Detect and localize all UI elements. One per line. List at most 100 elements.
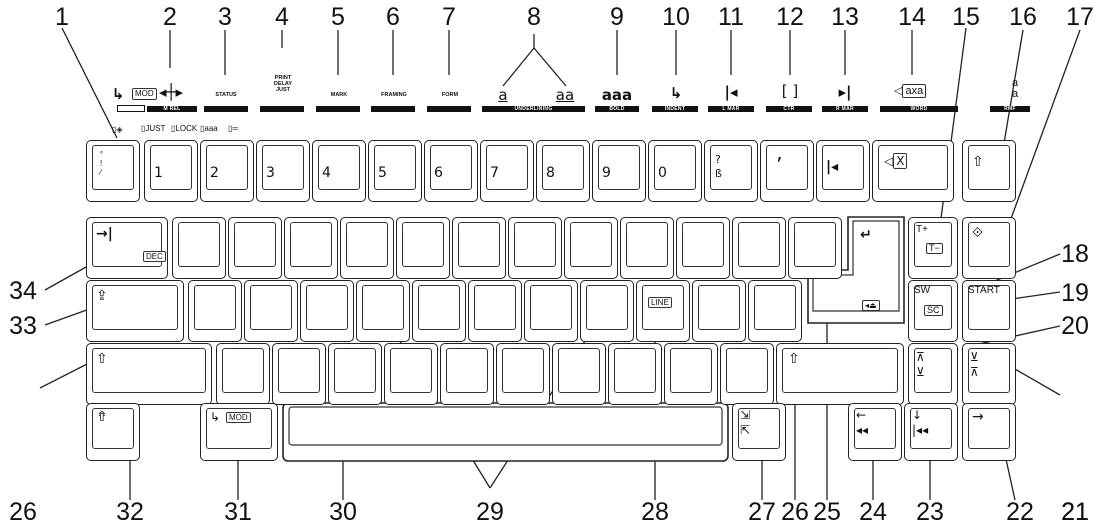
callout-20: 20: [1061, 312, 1089, 340]
key-half-line-up[interactable]: [908, 343, 958, 405]
key-o[interactable]: [620, 217, 674, 279]
key-shift-left[interactable]: [86, 343, 212, 405]
callout-23: 23: [916, 498, 944, 526]
key-x[interactable]: [272, 343, 326, 405]
callout-9: 9: [610, 3, 624, 31]
key-paper-position[interactable]: [732, 403, 786, 461]
bar-ctr: CTR: [766, 106, 812, 112]
key-s[interactable]: [244, 280, 298, 342]
key-f[interactable]: [356, 280, 410, 342]
arrow-down-icon: ↓|◂◂: [912, 408, 929, 437]
key-comma[interactable]: [608, 343, 662, 405]
key-r[interactable]: [340, 217, 394, 279]
key-ae[interactable]: [748, 280, 802, 342]
key-arrow-left[interactable]: [848, 403, 902, 461]
callout-31: 31: [224, 498, 252, 526]
key-plus[interactable]: [788, 217, 842, 279]
key-z[interactable]: [452, 217, 506, 279]
key-t[interactable]: [396, 217, 450, 279]
key-tab[interactable]: [86, 217, 168, 279]
bar-print: [260, 106, 304, 112]
rmf-sample-a: a: [1012, 77, 1019, 89]
key-tab-back[interactable]: [816, 140, 870, 202]
key-e[interactable]: [284, 217, 338, 279]
key-5[interactable]: [368, 140, 422, 202]
key-d[interactable]: [300, 280, 354, 342]
key-j[interactable]: [524, 280, 578, 342]
key-w[interactable]: [228, 217, 282, 279]
key-b[interactable]: [440, 343, 494, 405]
key-start[interactable]: [962, 280, 1016, 342]
key-t-plus-label: T+: [916, 224, 928, 235]
key-p[interactable]: [676, 217, 730, 279]
left-margin-icon: |◂: [724, 83, 738, 101]
callout-11: 11: [718, 3, 744, 31]
indicator-just: ▯JUST: [141, 124, 166, 133]
key-v[interactable]: [384, 343, 438, 405]
key-backspace[interactable]: [872, 140, 954, 202]
key-code[interactable]: [86, 403, 140, 461]
key-start-label: START: [968, 285, 1000, 296]
callout-7: 7: [442, 3, 456, 31]
indicator-aaa: ▯aaa: [200, 124, 218, 133]
key-shift-lock[interactable]: [86, 280, 184, 342]
key-arrow-down[interactable]: [904, 403, 958, 461]
key-line-label: LINE: [648, 297, 672, 308]
shift-right-icon: ⇧: [788, 351, 800, 367]
key-tab-set[interactable]: [908, 217, 958, 279]
key-6[interactable]: [424, 140, 478, 202]
key-half[interactable]: [86, 140, 140, 202]
return-icon: ↵: [860, 227, 872, 243]
header-form: FORM: [441, 92, 459, 98]
key-ue[interactable]: [732, 217, 786, 279]
callout-21: 21: [1061, 498, 1089, 526]
key-0[interactable]: [648, 140, 702, 202]
key-8[interactable]: [536, 140, 590, 202]
key-2[interactable]: [200, 140, 254, 202]
key-y[interactable]: [216, 343, 270, 405]
key-4-label: 4: [322, 165, 331, 181]
key-g[interactable]: [412, 280, 466, 342]
key-arrow-right[interactable]: [962, 403, 1016, 461]
paper-eject-icon: ⟐: [972, 225, 984, 241]
key-oe[interactable]: [692, 280, 746, 342]
header-framing: FRAMING: [381, 92, 407, 98]
key-a[interactable]: [188, 280, 242, 342]
key-n[interactable]: [496, 343, 550, 405]
key-h[interactable]: [468, 280, 522, 342]
key-period[interactable]: [664, 343, 718, 405]
key-c[interactable]: [328, 343, 382, 405]
key-16[interactable]: [962, 140, 1016, 202]
key-minus[interactable]: [720, 343, 774, 405]
key-9[interactable]: [592, 140, 646, 202]
key-u[interactable]: [508, 217, 562, 279]
callout-10: 10: [662, 3, 690, 31]
key-7[interactable]: [480, 140, 534, 202]
key-q[interactable]: [172, 217, 226, 279]
callout-29: 29: [476, 498, 504, 526]
key-m[interactable]: [552, 343, 606, 405]
callout-34: 34: [9, 277, 37, 305]
key-i[interactable]: [564, 217, 618, 279]
callout-22: 22: [1006, 498, 1034, 526]
key-3[interactable]: [256, 140, 310, 202]
key-shift-right[interactable]: [776, 343, 904, 405]
key-4[interactable]: [312, 140, 366, 202]
space-bar[interactable]: [283, 403, 728, 461]
callout-8: 8: [527, 3, 541, 31]
key-sharp-s[interactable]: [704, 140, 758, 202]
bar-mark: [316, 106, 360, 112]
key-l[interactable]: [636, 280, 690, 342]
header-mark: MARK: [330, 92, 348, 98]
key-k[interactable]: [580, 280, 634, 342]
bar-status: [204, 106, 248, 112]
key-apostrophe[interactable]: [760, 140, 814, 202]
key-t-minus-label: T−: [926, 243, 943, 254]
half-line-up-icon: ⊼⊻: [916, 350, 925, 379]
key-17[interactable]: [962, 217, 1016, 279]
key-1[interactable]: [144, 140, 198, 202]
key-9-label: 9: [602, 165, 611, 181]
callout-21-right: 21: [1061, 498, 1089, 526]
indicator-lock: ▯LOCK: [171, 124, 198, 133]
